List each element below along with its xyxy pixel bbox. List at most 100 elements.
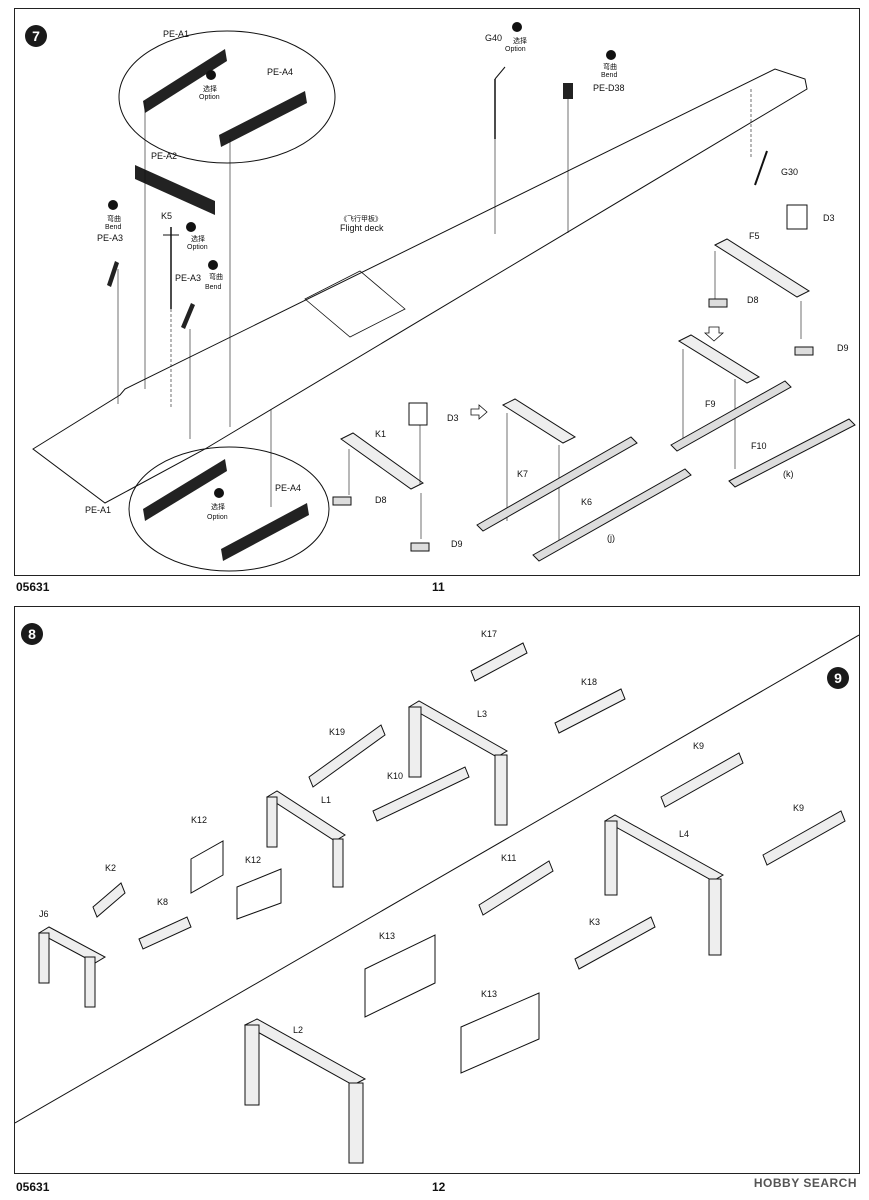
k12-part-b: [236, 868, 282, 920]
option-label: Option: [199, 94, 220, 101]
label-d9-right: D9: [837, 343, 849, 353]
label-k18: K18: [581, 677, 597, 687]
pe-a4-railing-bottom: [221, 503, 309, 561]
down-arrow-icon: [703, 326, 725, 342]
k11-part: [478, 860, 554, 916]
label-k13-b: K13: [481, 989, 497, 999]
right-arrow-icon: [470, 404, 488, 420]
l3-frame: [408, 700, 508, 826]
label-pe-a1-bottom: PE-A1: [85, 505, 111, 515]
d8-part-right: [708, 298, 728, 308]
label-k12-b: K12: [245, 855, 261, 865]
k7-part: [476, 436, 638, 532]
label-k5: K5: [161, 211, 172, 221]
option-icon-bottom: [214, 488, 224, 498]
label-l2: L2: [293, 1025, 303, 1035]
option-label-bottom-cn: 选择: [211, 502, 225, 511]
option-label-cn: 选择: [203, 84, 217, 93]
k1-part: [340, 432, 424, 490]
label-pe-a4-bottom: PE-A4: [275, 483, 301, 493]
k13-part-b: [460, 992, 540, 1074]
d3-part-mid: [408, 402, 428, 426]
label-k2: K2: [105, 863, 116, 873]
pe-a2-railing: [135, 165, 215, 215]
bend-label-mid-cn: 弯曲: [209, 272, 223, 281]
l4-frame: [604, 814, 724, 956]
label-l3: L3: [477, 709, 487, 719]
f5-part: [713, 238, 811, 298]
detail-bubble-bottom: [128, 446, 330, 572]
label-k12-a: K12: [191, 815, 207, 825]
label-g40: G40: [485, 33, 502, 43]
k9-part-b: [762, 810, 846, 866]
label-k19: K19: [329, 727, 345, 737]
flight-deck-label-cn: 《飞行甲板》: [340, 214, 382, 223]
label-pe-a1-top: PE-A1: [163, 29, 189, 39]
bend-icon: [108, 200, 118, 210]
label-l4: L4: [679, 829, 689, 839]
bend-label-d38: Bend: [601, 72, 617, 79]
step-number-badge-8: 8: [21, 623, 43, 645]
label-k7: K7: [517, 469, 528, 479]
f9-part: [670, 380, 792, 452]
pe-a3-part-left: [107, 261, 119, 287]
deck-elevator-opening: [304, 270, 406, 338]
bend-label-d38-cn: 弯曲: [603, 62, 617, 71]
step-number-badge-9: 9: [827, 667, 849, 689]
label-k3: K3: [589, 917, 600, 927]
label-k1: K1: [375, 429, 386, 439]
page-code-2: 05631: [16, 1180, 50, 1194]
step-7-diagram: 《飞行甲板》 Flight deck PE-A1 PE-A4 选择 Option…: [32, 22, 856, 572]
page-number: 11: [432, 580, 445, 594]
label-f5: F5: [749, 231, 760, 241]
label-k-note: (k): [783, 469, 794, 479]
label-k6: K6: [581, 497, 592, 507]
label-pe-d38: PE-D38: [593, 83, 625, 93]
pe-a4-railing-top: [219, 91, 307, 147]
label-d8-right: D8: [747, 295, 759, 305]
label-pe-a3-mid: PE-A3: [175, 273, 201, 283]
option-label-bottom: Option: [207, 514, 228, 521]
k13-part-a: [364, 934, 436, 1018]
label-k9-b: K9: [793, 803, 804, 813]
pe-a1-railing-bottom: [143, 459, 227, 521]
label-d3-mid: D3: [447, 413, 459, 423]
k6-part: [532, 468, 692, 562]
k18-part: [554, 688, 626, 734]
label-k11: K11: [501, 853, 516, 863]
label-d3-right: D3: [823, 213, 835, 223]
option-icon: [206, 70, 216, 80]
k2-part: [92, 882, 126, 918]
d9-part-mid: [410, 542, 430, 552]
pe-d38-part: [563, 83, 573, 99]
l2-frame: [243, 1018, 367, 1164]
watermark-logo: HOBBY SEARCH: [753, 1176, 857, 1190]
label-d8-mid: D8: [375, 495, 387, 505]
detail-bubble-top: [118, 30, 336, 164]
k8-part: [138, 916, 192, 950]
label-k10: K10: [387, 771, 403, 781]
k3-part: [574, 916, 656, 970]
l1-frame: [266, 790, 346, 888]
label-g30: G30: [781, 167, 798, 177]
pe-a1-railing-top: [143, 49, 227, 113]
instruction-panel-step-7: 7 《飞行甲板》 Flight deck PE-A1 PE-A4 选择 Opti…: [14, 8, 860, 576]
label-j6: J6: [39, 909, 49, 919]
flight-deck-label: Flight deck: [340, 223, 384, 233]
option-label-g40-cn: 选择: [513, 36, 527, 45]
label-k17: K17: [481, 629, 497, 639]
label-l1: L1: [321, 795, 331, 805]
step-divider: [15, 634, 859, 1124]
j6-frame: [37, 926, 107, 1008]
option-label-g40: Option: [505, 46, 526, 53]
k9-part-a: [660, 752, 744, 808]
g30-part: [754, 150, 768, 186]
label-k9-a: K9: [693, 741, 704, 751]
page-code: 05631: [16, 580, 50, 594]
bend-icon-d38: [606, 50, 616, 60]
f5-assembled: [677, 334, 761, 384]
label-j-note: (j): [607, 533, 615, 543]
label-pe-a3-left: PE-A3: [97, 233, 123, 243]
bend-icon-mid: [208, 260, 218, 270]
step-number-badge: 7: [25, 25, 47, 47]
